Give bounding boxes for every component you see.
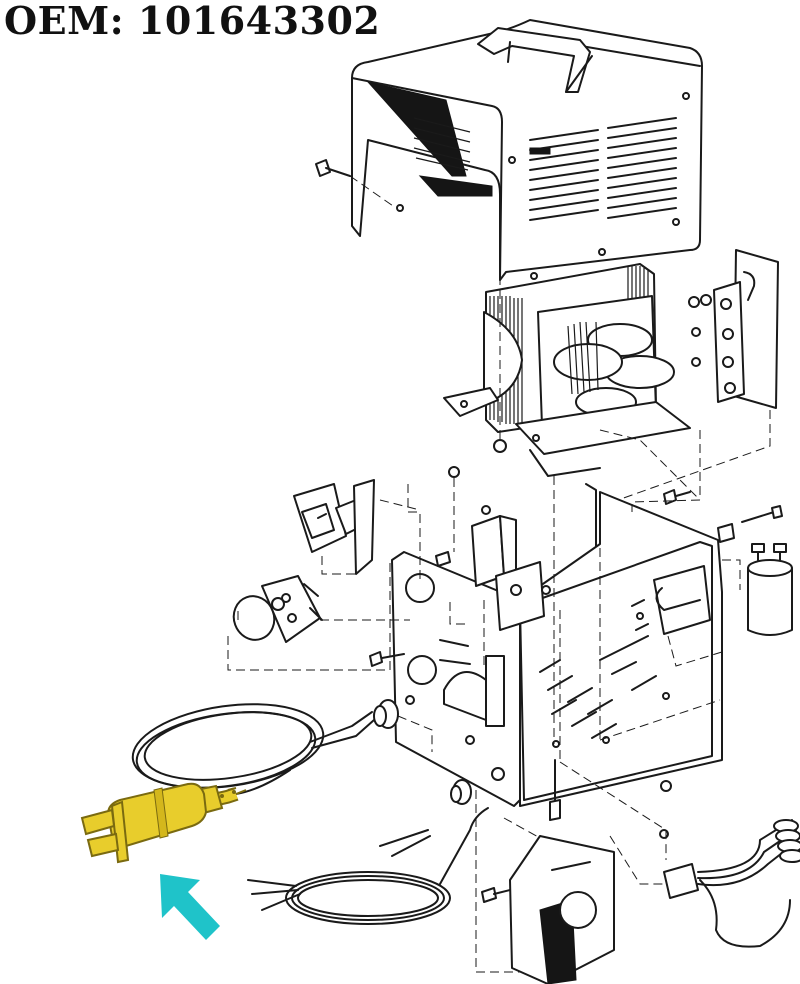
switch-part xyxy=(293,479,375,575)
transformer-part xyxy=(443,263,691,477)
page-title: OEM: 101643302 xyxy=(4,0,381,43)
terminal-screws xyxy=(688,294,712,367)
strain-relief-part xyxy=(373,699,472,805)
diode-bracket-part xyxy=(471,505,551,631)
terminal-block-part xyxy=(713,249,779,409)
fuse-holder-part xyxy=(232,575,323,643)
cover-screw xyxy=(315,159,397,209)
dc-cord-part xyxy=(247,807,489,925)
capacitor-bracket xyxy=(653,565,723,667)
ac-plug-highlighted-part xyxy=(80,782,247,864)
arrow-icon xyxy=(160,874,220,940)
leader-lines xyxy=(227,276,771,973)
wire-harness-part xyxy=(663,819,800,948)
hardware-parts xyxy=(369,466,672,903)
top-cover-part xyxy=(351,19,703,281)
ac-power-cord xyxy=(131,703,375,795)
chassis-part xyxy=(391,483,723,807)
dc-connector-housing xyxy=(509,835,615,984)
transformer-nut xyxy=(493,439,507,453)
capacitor-part xyxy=(747,543,793,636)
mount-screw-right xyxy=(663,489,783,543)
